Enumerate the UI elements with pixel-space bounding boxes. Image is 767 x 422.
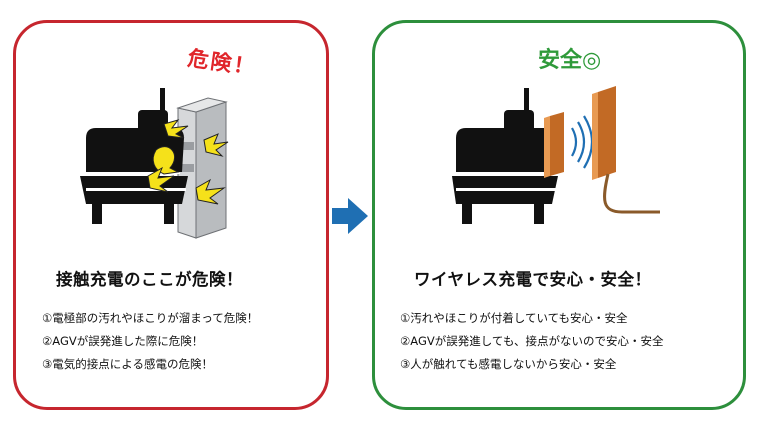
safe-badge: 安全◎ bbox=[538, 48, 602, 73]
safe-reason-1: ①汚れやほこりが付着していても安心・安全 bbox=[400, 311, 628, 325]
agv-contact-charging-illustration bbox=[80, 88, 229, 239]
safe-panel bbox=[372, 20, 746, 410]
safe-reason-list: ①汚れやほこりが付着していても安心・安全 ②AGVが誤発進しても、接点がないので… bbox=[400, 307, 664, 376]
wireless-signal-icon bbox=[571, 115, 594, 169]
right-arrow-icon bbox=[332, 198, 368, 234]
danger-reason-2: ②AGVが誤発進した際に危険！ bbox=[42, 334, 204, 348]
safe-heading: ワイヤレス充電で安心・安全！ bbox=[414, 270, 652, 289]
danger-reason-3: ③電気的接点による感電の危険！ bbox=[42, 357, 213, 371]
receiver-pad-icon bbox=[544, 112, 564, 178]
danger-reason-list: ①電極部の汚れやほこりが溜まって危険！ ②AGVが誤発進した際に危険！ ③電気的… bbox=[42, 307, 258, 376]
agv-wireless-charging-illustration bbox=[452, 86, 660, 224]
danger-heading: 接触充電のここが危険！ bbox=[56, 270, 243, 289]
safe-reason-3: ③人が触れても感電しないから安心・安全 bbox=[400, 357, 617, 371]
safe-reason-2: ②AGVが誤発進しても、接点がないので安心・安全 bbox=[400, 334, 664, 348]
contact-charger-icon bbox=[176, 97, 228, 239]
danger-reason-1: ①電極部の汚れやほこりが溜まって危険！ bbox=[42, 311, 259, 325]
agv-robot-icon bbox=[452, 88, 558, 224]
spark-icon bbox=[147, 119, 229, 205]
wireless-charger-icon bbox=[592, 86, 660, 214]
